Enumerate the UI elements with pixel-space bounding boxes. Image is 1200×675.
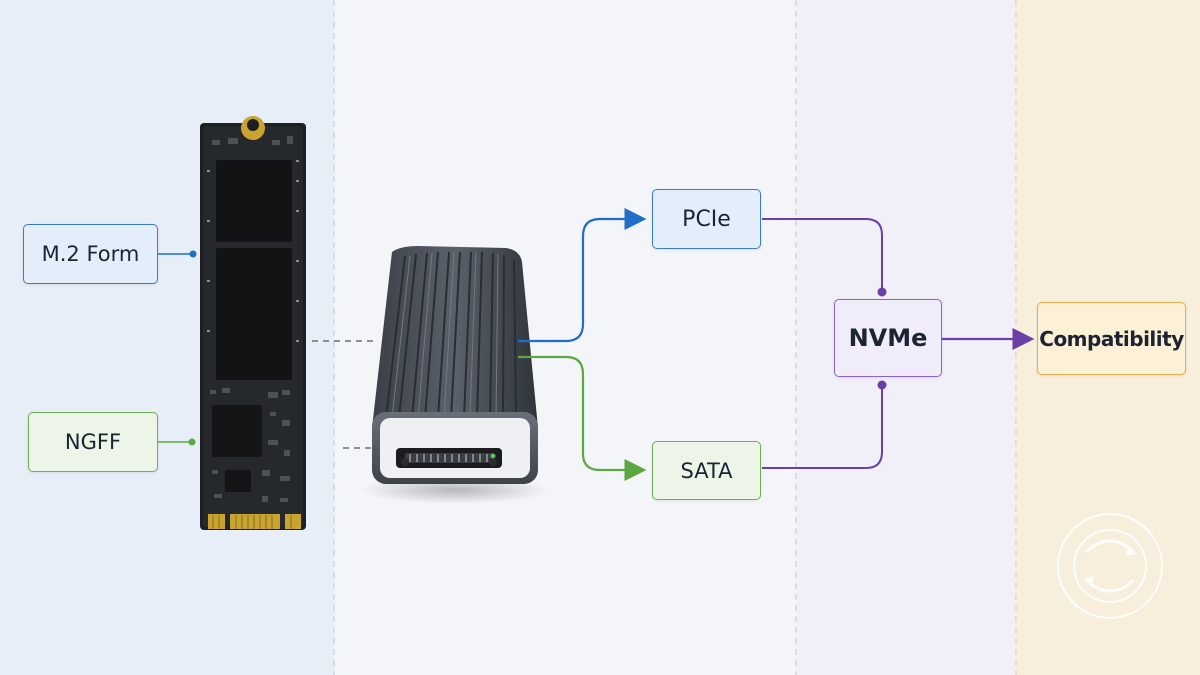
- pcie-to-nvme-dot: [877, 287, 887, 297]
- pcie-to-nvme-line: [762, 218, 883, 292]
- enclosure-to-sata-arrow: [518, 355, 647, 481]
- sata-label: SATA: [652, 441, 761, 500]
- m2-form-label: M.2 Form: [23, 224, 158, 284]
- ngff-connector-dot: [188, 438, 196, 446]
- enclosure-to-pcie-arrow: [518, 208, 647, 343]
- sata-to-nvme-dot: [877, 380, 887, 390]
- sata-to-nvme-line: [762, 385, 883, 469]
- m2-ssd-card: [200, 116, 306, 530]
- usb-ssd-enclosure: [360, 246, 550, 504]
- circular-arrows-icon: [1057, 513, 1163, 619]
- m2-form-connector-dot: [189, 250, 197, 258]
- pcie-label: PCIe: [652, 189, 761, 249]
- ngff-label: NGFF: [28, 412, 158, 472]
- compatibility-label: Compatibility: [1037, 302, 1186, 375]
- nvme-label: NVMe: [834, 299, 942, 377]
